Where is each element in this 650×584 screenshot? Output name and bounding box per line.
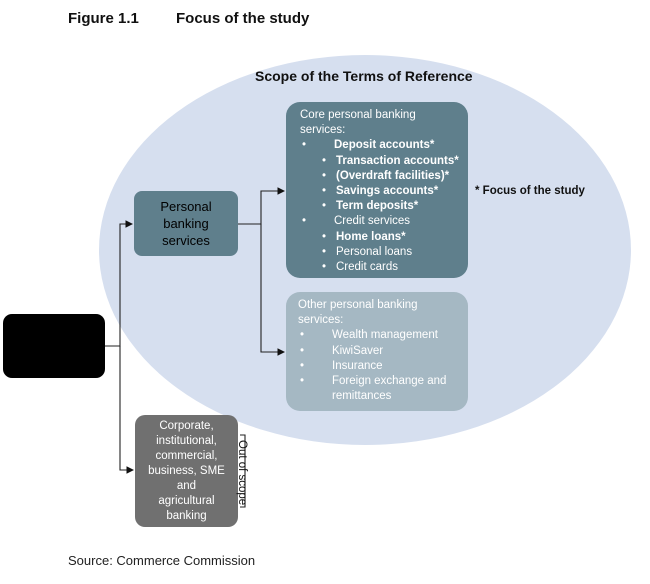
connector-banking-to-corporate bbox=[119, 346, 135, 474]
node-label-line: business, SME bbox=[148, 464, 225, 477]
list-item: • Credit services bbox=[300, 214, 460, 229]
list-item: • KiwiSaver bbox=[298, 344, 460, 359]
bullet-icon: • bbox=[322, 185, 327, 198]
list-item-text: Personal loans bbox=[336, 245, 413, 258]
list-item-text: Insurance bbox=[332, 359, 383, 372]
bullet-icon: • bbox=[302, 215, 307, 228]
connector-personal-to-core bbox=[238, 187, 286, 225]
figure-label: Figure 1.1 bbox=[68, 10, 139, 27]
list-item: • Personal loans bbox=[300, 245, 460, 260]
node-label-line: banking bbox=[166, 509, 207, 522]
list-item: • Term deposits* bbox=[300, 199, 460, 214]
bullet-icon: • bbox=[322, 230, 327, 243]
node-label-line: services bbox=[27, 347, 81, 362]
bullet-icon: • bbox=[300, 359, 305, 372]
connector-banking-to-personal bbox=[105, 220, 134, 347]
list-item-text: (Overdraft facilities)* bbox=[336, 169, 450, 182]
focus-note: * Focus of the study bbox=[475, 185, 585, 197]
list-item-text: Term deposits* bbox=[336, 200, 419, 213]
scope-title: Scope of the Terms of Reference bbox=[255, 68, 473, 84]
node-core-personal-banking: Core personal banking services: • Deposit… bbox=[286, 102, 468, 278]
list-item: • (Overdraft facilities)* bbox=[300, 169, 460, 184]
node-label-line: banking bbox=[163, 216, 209, 231]
core-list: • Deposit accounts* • Transaction accounts*… bbox=[300, 138, 460, 275]
node-label-line: institutional, bbox=[156, 434, 217, 447]
source-note: Source: Commerce Commission bbox=[68, 553, 256, 568]
core-heading: Core personal banking services: bbox=[300, 109, 416, 137]
node-personal-banking-services: Personal banking services bbox=[134, 191, 238, 256]
node-other-personal-banking: Other personal banking services: • Wealth… bbox=[286, 292, 468, 411]
list-item-text: Home loans* bbox=[336, 230, 406, 243]
node-banking-services: Banking services bbox=[3, 314, 105, 378]
node-label-line: Personal bbox=[160, 199, 212, 214]
bullet-icon: • bbox=[322, 169, 327, 182]
out-of-scope-bracket bbox=[240, 434, 246, 508]
connector-personal-to-other bbox=[260, 224, 286, 356]
node-label-line: and bbox=[176, 479, 197, 492]
list-item-text: Deposit accounts* bbox=[334, 139, 435, 152]
list-item-text: Transaction accounts* bbox=[336, 154, 459, 167]
list-item: • Deposit accounts* bbox=[300, 138, 460, 153]
node-label-line: services bbox=[162, 233, 210, 248]
node-label-line: Corporate, bbox=[159, 419, 214, 432]
bullet-icon: • bbox=[322, 200, 327, 213]
list-item-text: Wealth management bbox=[332, 329, 438, 342]
list-item: • Foreign exchange and remittances bbox=[298, 374, 460, 404]
bullet-icon: • bbox=[300, 329, 305, 342]
list-item: • Insurance bbox=[298, 359, 460, 374]
list-item: • Transaction accounts* bbox=[300, 154, 460, 169]
list-item: • Wealth management bbox=[298, 328, 460, 343]
list-item: • Home loans* bbox=[300, 230, 460, 245]
list-item: • Savings accounts* bbox=[300, 184, 460, 199]
node-corporate-banking: Corporate, institutional, commercial, busin… bbox=[135, 415, 238, 527]
bullet-icon: • bbox=[300, 375, 305, 388]
node-label-line: agricultural bbox=[158, 494, 215, 507]
node-label-line: commercial, bbox=[155, 449, 218, 462]
bullet-icon: • bbox=[322, 261, 327, 274]
bullet-icon: • bbox=[322, 245, 327, 258]
bullet-icon: • bbox=[302, 139, 307, 152]
other-list: • Wealth management • KiwiSaver • Insurance • F… bbox=[298, 328, 460, 404]
list-item-text: KiwiSaver bbox=[332, 344, 384, 357]
figure-title: Focus of the study bbox=[176, 10, 310, 27]
list-item-text: Foreign exchange and remittances bbox=[332, 375, 447, 403]
out-of-scope-label: Out of scope bbox=[236, 440, 248, 506]
list-item-text: Credit services bbox=[334, 215, 411, 228]
bullet-icon: • bbox=[300, 344, 305, 357]
corporate-label: Corporate, institutional, commercial, busin… bbox=[148, 419, 225, 524]
node-label-line: Banking bbox=[28, 330, 80, 345]
bullet-icon: • bbox=[322, 154, 327, 167]
other-heading: Other personal banking services: bbox=[298, 299, 418, 327]
list-item-text: Savings accounts* bbox=[336, 185, 439, 198]
list-item: • Credit cards bbox=[300, 260, 460, 275]
list-item-text: Credit cards bbox=[336, 261, 398, 274]
